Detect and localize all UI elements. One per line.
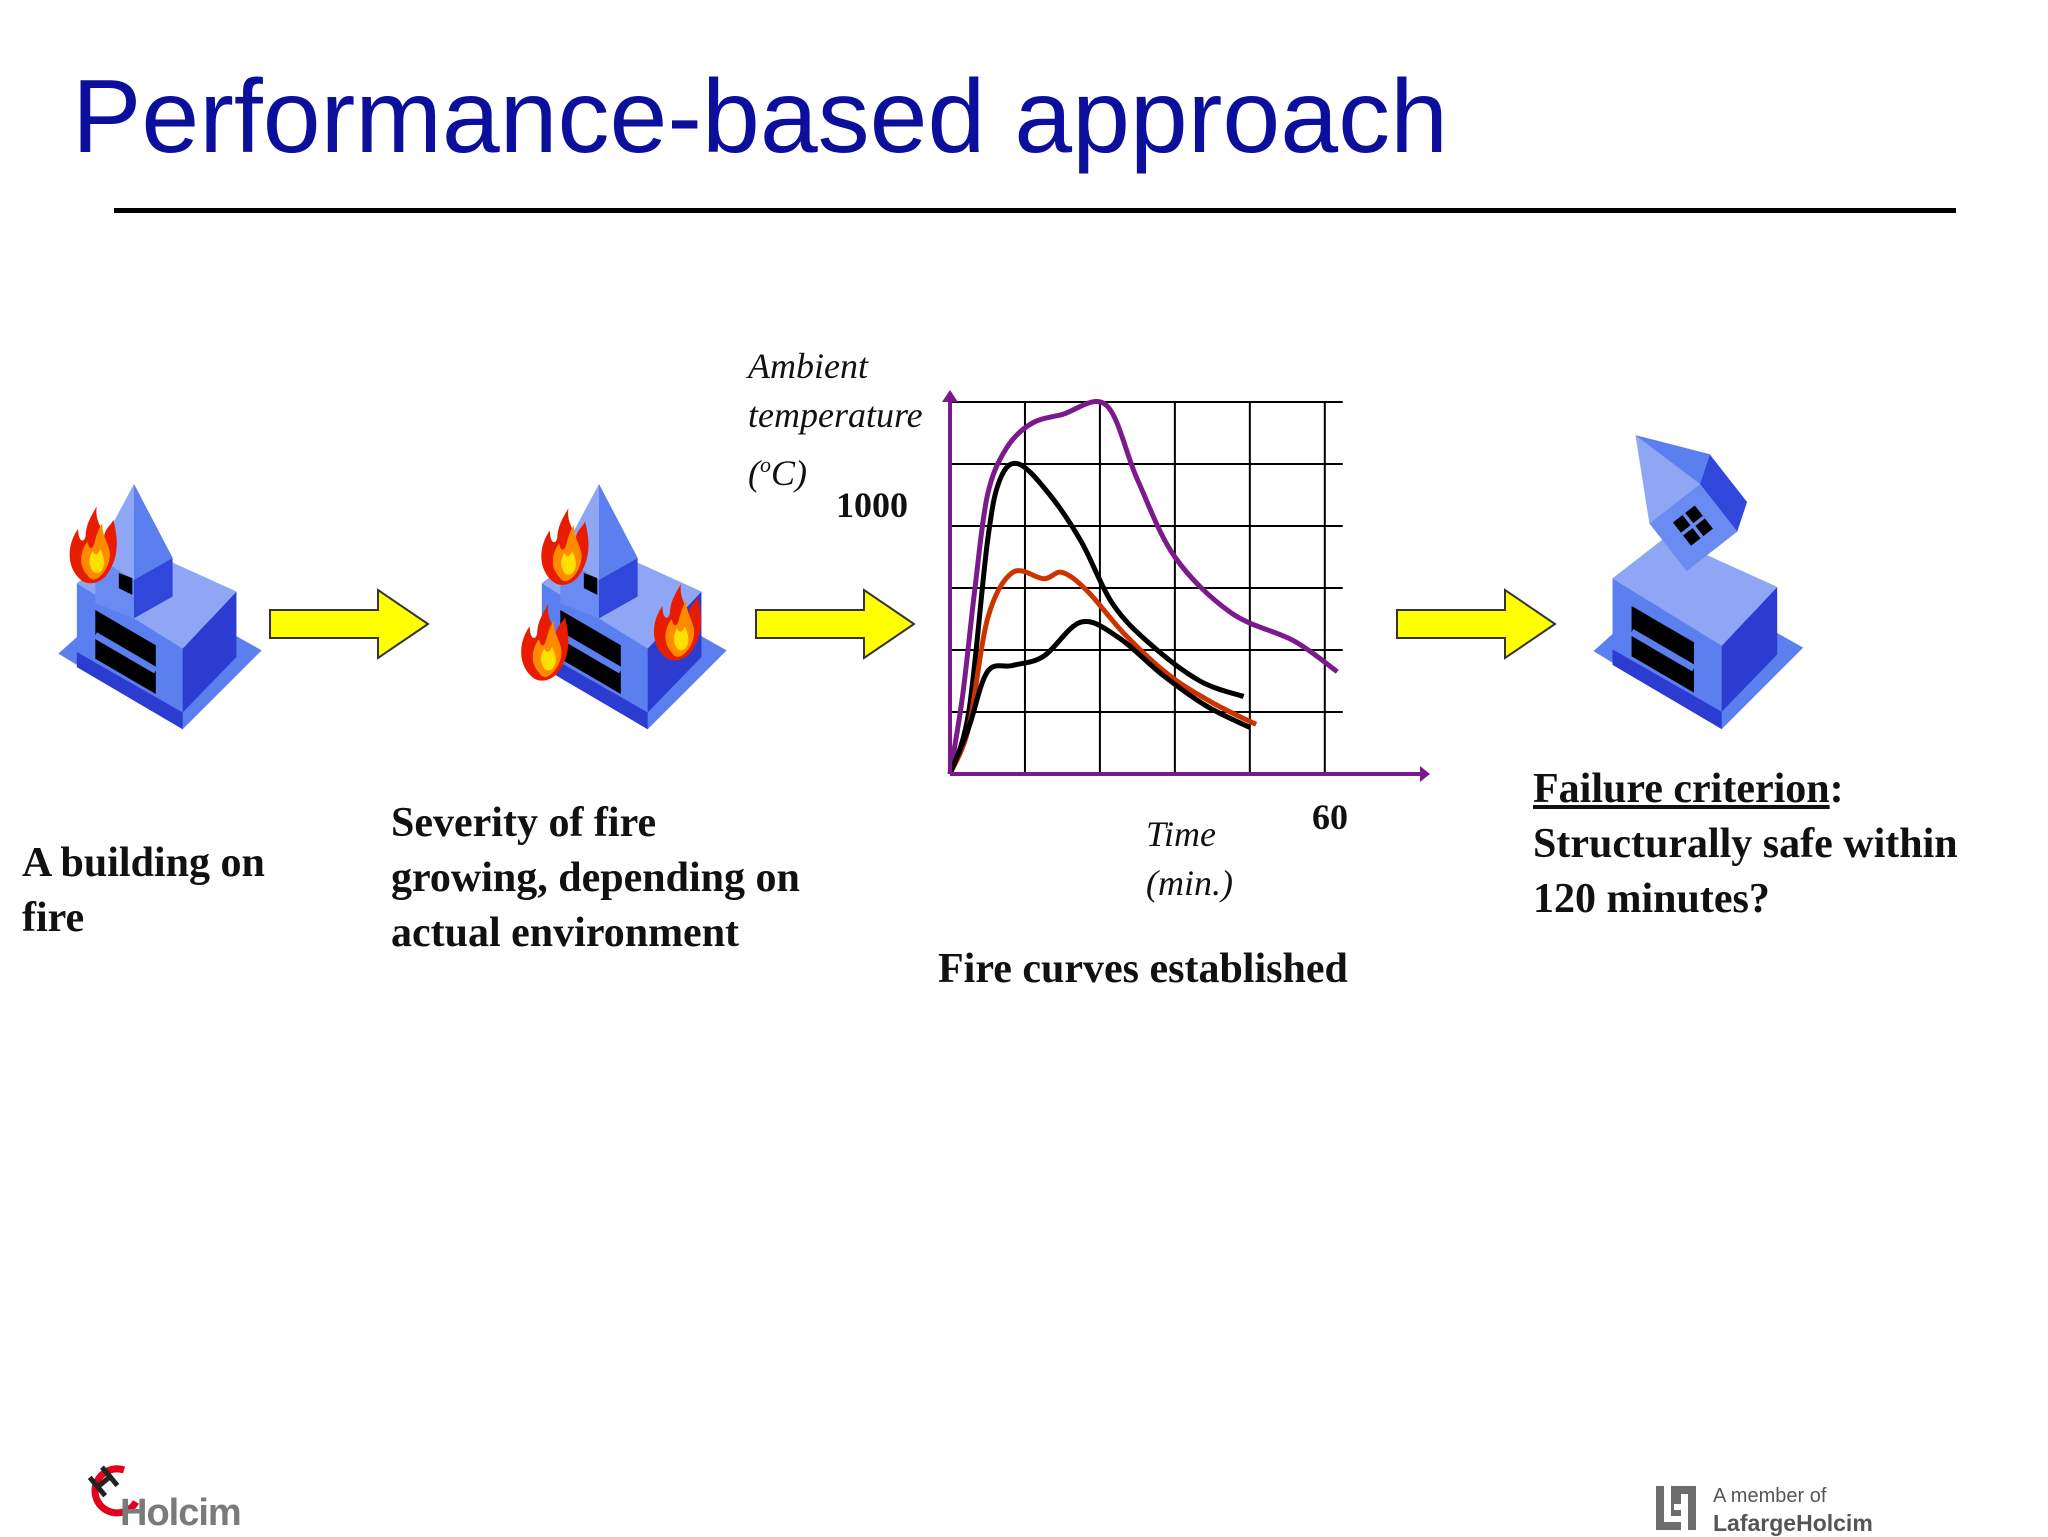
x-tick-label: 60 (1312, 797, 1348, 837)
lafargeholcim-name: LafargeHolcim (1713, 1510, 1873, 1536)
holcim-logo-icon (87, 1465, 140, 1517)
y-axis-label: Ambient temperature (oC) (748, 346, 923, 493)
fire-curve-2 (947, 460, 1245, 775)
caption-fire-severity: Severity of fire growing, depending on a… (391, 800, 800, 956)
caption-failure-criterion: Failure criterion: Structurally safe wit… (1533, 766, 1958, 922)
fire-curve-4 (947, 619, 1251, 775)
arrow-right-icon (269, 588, 430, 660)
fire-curves-chart (942, 390, 1430, 782)
lafargeholcim-member-text: A member of (1713, 1485, 1827, 1507)
fire-curve-3 (947, 568, 1258, 776)
chart-series (947, 399, 1339, 776)
burning-building-icon (55, 460, 265, 760)
fire-curve-1 (947, 399, 1339, 775)
arrow-right-icon (1396, 588, 1557, 660)
collapsed-building-icon (1593, 435, 1804, 730)
title-divider (114, 208, 1956, 213)
chart-grid (950, 401, 1343, 774)
slide-title: Performance-based approach (72, 59, 1448, 175)
building-fire-spreading-icon (520, 460, 730, 760)
failure-criterion-heading: Failure criterion (1533, 766, 1830, 812)
x-axis-label: Time (min.) (1146, 814, 1233, 903)
caption-fire-curves: Fire curves established (938, 946, 1348, 992)
holcim-logo-text: Holcim (120, 1492, 242, 1534)
chart-axes (942, 390, 1430, 782)
caption-building-on-fire: A building on fire (22, 840, 265, 941)
lafargeholcim-logo-icon (1656, 1486, 1696, 1530)
y-tick-label: 1000 (836, 485, 908, 525)
arrow-right-icon (755, 588, 916, 660)
y-axis-arrow (942, 390, 958, 402)
x-axis-arrow (1420, 766, 1430, 782)
